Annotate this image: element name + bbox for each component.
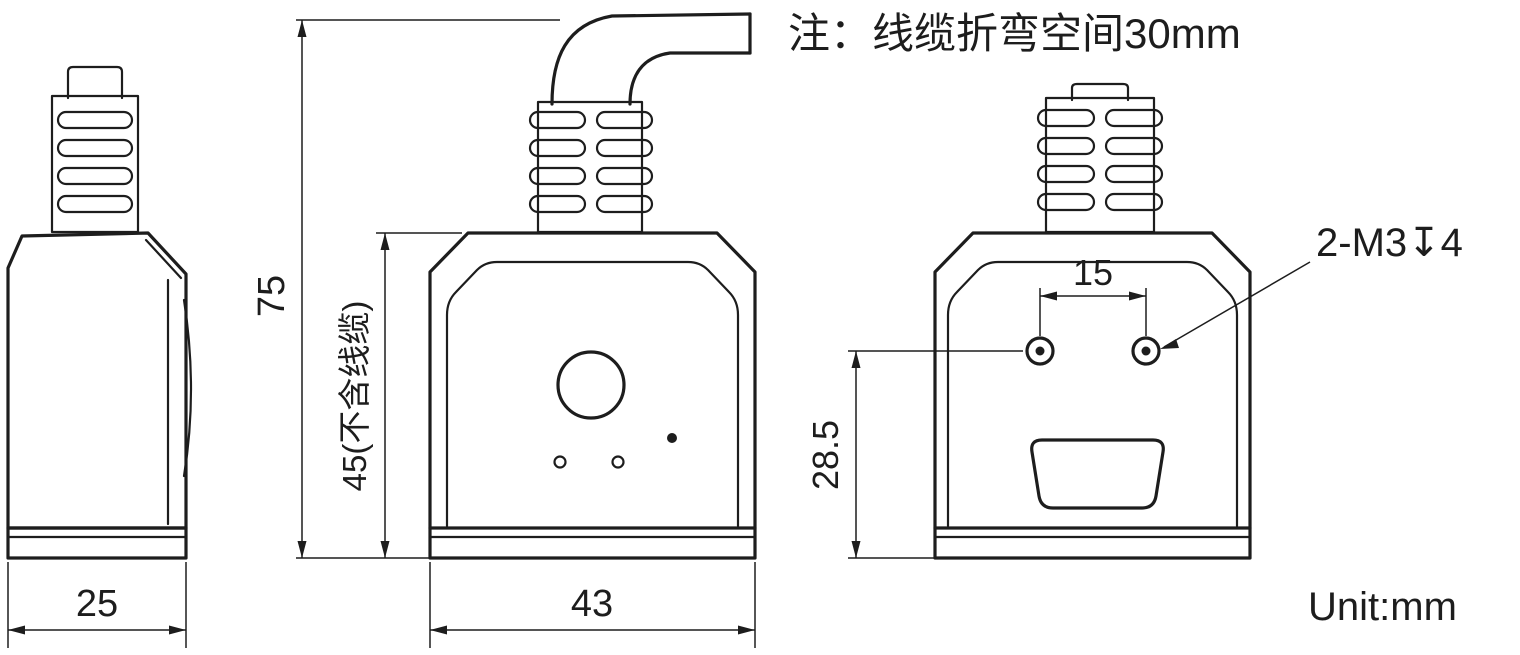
arrowhead (430, 625, 447, 635)
rib-slot (595, 194, 654, 214)
dim-total-height: 75 (251, 19, 560, 559)
back-view: 15 28.5 2-M3↧4 (805, 82, 1463, 560)
dim-label-front-width: 43 (571, 583, 613, 625)
indicator-dot (667, 433, 677, 443)
front-face-panel (445, 260, 740, 528)
arrowhead (297, 20, 307, 37)
socket-opening (1030, 438, 1165, 510)
rib-slot (595, 138, 654, 158)
arrowhead (380, 541, 390, 558)
leader-line (1163, 261, 1311, 348)
side-view: 25 (6, 65, 193, 648)
dim-hole-height: 28.5 (805, 350, 1023, 559)
lens-circle (556, 350, 626, 420)
dim-label-body-height: 45(不含线缆) (336, 301, 373, 492)
side-view-connector (50, 65, 140, 234)
back-face-panel (946, 260, 1239, 528)
arrowhead (380, 233, 390, 250)
arrowhead (851, 541, 861, 558)
rib-slot (1036, 164, 1096, 184)
rib-slot (1104, 164, 1164, 184)
arrowhead (297, 541, 307, 558)
screw-hole-left (1025, 336, 1055, 366)
cable-bend-note: 注：线缆折弯空间30mm (788, 10, 1241, 57)
front-body-outline (428, 231, 757, 530)
screw-hole-right-center (1141, 346, 1151, 356)
rib-slot (1104, 108, 1164, 128)
arrowhead (851, 351, 861, 368)
arrowhead (738, 625, 755, 635)
rib-slot (56, 194, 134, 214)
arrowhead (1040, 291, 1057, 301)
side-lens-bulge-arc (182, 298, 193, 478)
rib-slot (528, 194, 587, 214)
side-chamfer-line (144, 238, 183, 280)
dim-front-width: 43 (429, 562, 756, 648)
arrowhead (8, 625, 25, 635)
rib-slot (1104, 192, 1164, 212)
dim-body-height: 45(不含线缆) (336, 232, 462, 558)
back-bottom-band (933, 526, 1252, 560)
dim-hole-spacing: 15 (1039, 252, 1147, 336)
cable-outer-curve (550, 12, 752, 106)
rib-slot (528, 110, 587, 130)
rib-slot (1036, 136, 1096, 156)
front-connector (528, 100, 654, 234)
side-bottom-band (6, 526, 188, 560)
rib-slot (56, 110, 134, 130)
connector-tab (1070, 82, 1130, 102)
front-cable (550, 12, 752, 106)
dim-label-total-height: 75 (251, 275, 293, 317)
arrowhead (1160, 339, 1179, 349)
rib-slot (1104, 136, 1164, 156)
rib-slot (528, 166, 587, 186)
rib-slot (1036, 192, 1096, 212)
dim-label-side-width: 25 (76, 583, 118, 625)
arrowhead (169, 625, 186, 635)
arrowhead (1129, 291, 1146, 301)
front-bottom-band (428, 526, 757, 560)
back-body-outline (933, 231, 1252, 530)
thread-callout: 2-M3↧4 (1160, 221, 1463, 349)
screw-hole-left-center (1035, 346, 1045, 356)
side-body-outline (6, 231, 188, 530)
unit-label: Unit:mm (1308, 585, 1457, 629)
connector-neck (50, 94, 140, 234)
connector-tab (66, 65, 124, 100)
led-hole (611, 455, 625, 469)
cable-inner-curve (628, 51, 752, 106)
thread-callout-label: 2-M3↧4 (1316, 221, 1463, 265)
dim-label-hole-spacing: 15 (1073, 252, 1113, 293)
rib-slot (1036, 108, 1096, 128)
rib-slot (595, 110, 654, 130)
screw-hole-right (1131, 336, 1161, 366)
back-connector (1036, 82, 1164, 234)
rib-slot (595, 166, 654, 186)
rib-slot (528, 138, 587, 158)
dim-side-width: 25 (7, 562, 187, 648)
dim-label-hole-height: 28.5 (805, 420, 846, 490)
rib-slot (56, 166, 134, 186)
led-hole (553, 455, 567, 469)
front-view: 75 45(不含线缆) 43 (251, 12, 757, 648)
rib-slot (56, 138, 134, 158)
